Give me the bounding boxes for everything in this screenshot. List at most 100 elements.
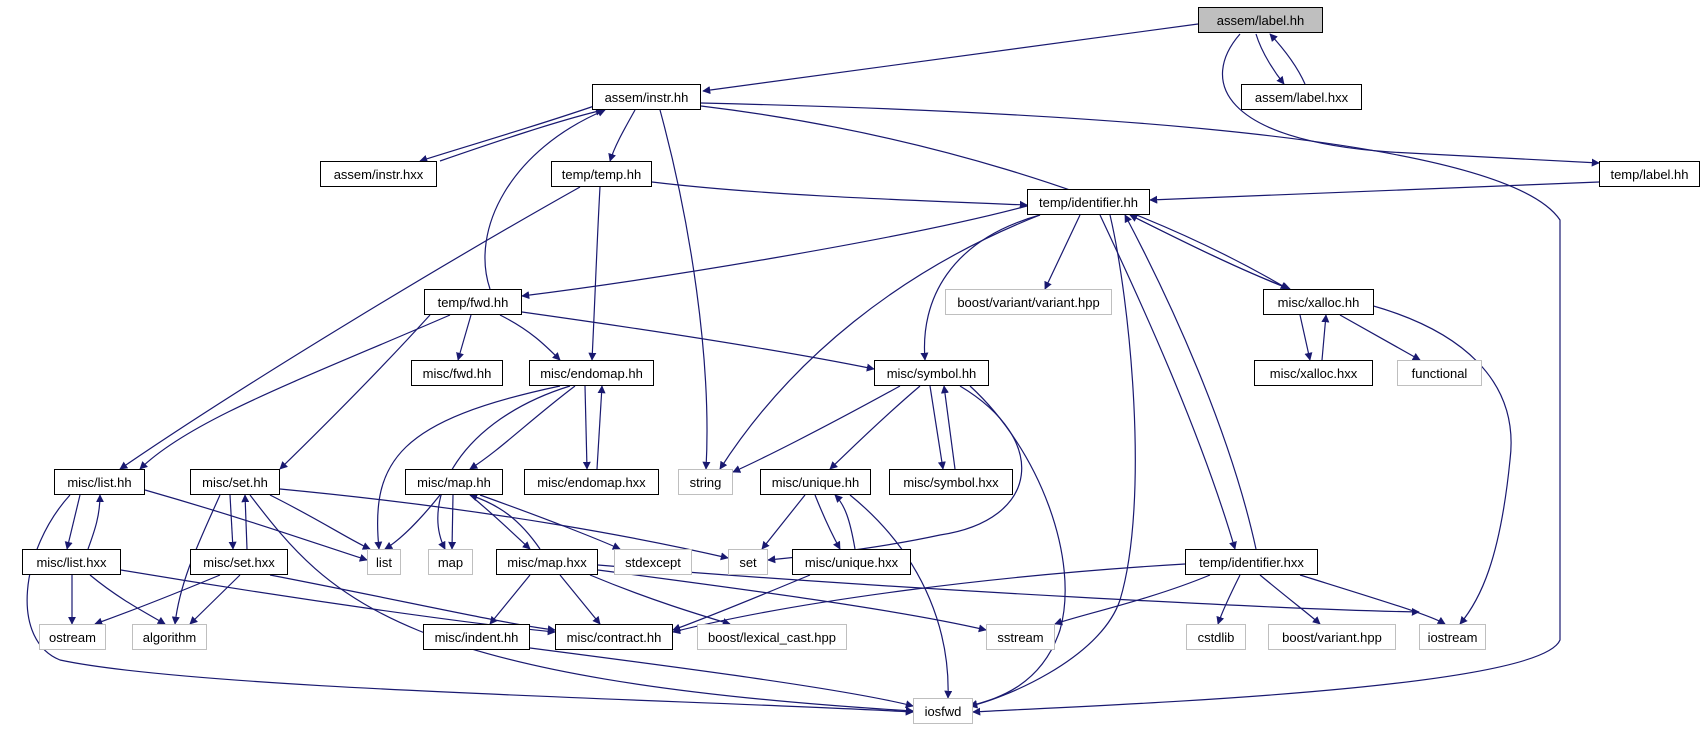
edge-temp-identifier-hxx-to-temp-identifier-hh xyxy=(1124,214,1257,550)
edge-temp-fwd-hh-to-misc-symbol-hh xyxy=(521,311,875,372)
edge-temp-label-hh-to-temp-identifier-hh xyxy=(1149,181,1600,204)
node-misc-indent-hh[interactable]: misc/indent.hh xyxy=(423,624,530,650)
node-misc-unique-hh[interactable]: misc/unique.hh xyxy=(760,469,871,495)
edge-misc-map-hh-to-misc-map-hxx xyxy=(469,494,531,550)
dependency-edges xyxy=(26,23,1600,716)
edge-misc-map-hxx-to-misc-indent-hh xyxy=(489,574,531,625)
edge-assem-instr-hxx-to-assem-instr-hh xyxy=(439,107,604,162)
edge-temp-identifier-hxx-to-iostream xyxy=(1299,574,1446,625)
node-misc-map-hxx[interactable]: misc/map.hxx xyxy=(496,549,598,575)
node-misc-xalloc-hxx[interactable]: misc/xalloc.hxx xyxy=(1254,360,1373,386)
node-misc-unique-hxx[interactable]: misc/unique.hxx xyxy=(792,549,911,575)
edge-assem-instr-hh-to-temp-temp-hh xyxy=(608,109,636,162)
node-sstream: sstream xyxy=(986,624,1055,650)
edge-misc-xalloc-hh-to-misc-xalloc-hxx xyxy=(1299,314,1313,361)
edge-misc-symbol-hxx-to-misc-symbol-hh xyxy=(940,385,956,470)
edge-temp-identifier-hh-to-temp-identifier-hxx xyxy=(1099,214,1237,550)
edge-temp-identifier-hxx-to-sstream xyxy=(1054,574,1211,626)
edge-misc-xalloc-hh-to-iostream xyxy=(1369,304,1512,625)
edge-misc-list-hh-to-misc-list-hxx xyxy=(64,494,81,550)
node-temp-label-hh[interactable]: temp/label.hh xyxy=(1599,161,1700,187)
node-misc-symbol-hxx[interactable]: misc/symbol.hxx xyxy=(889,469,1013,495)
edge-temp-fwd-hh-to-misc-set-hh xyxy=(279,314,431,470)
edge-temp-identifier-hh-to-temp-fwd-hh xyxy=(521,205,1028,300)
edge-misc-endomap-hxx-to-misc-endomap-hh xyxy=(596,385,606,470)
edge-misc-set-hxx-to-ostream xyxy=(94,574,221,626)
node-misc-endomap-hh[interactable]: misc/endomap.hh xyxy=(529,360,654,386)
edge-misc-unique-hxx-to-misc-contract-hh xyxy=(672,574,811,632)
edge-temp-identifier-hh-to-misc-xalloc-hh xyxy=(1129,214,1291,291)
edge-assem-instr-hh-to-misc-xalloc-hh xyxy=(700,105,1289,290)
node-temp-identifier-hh[interactable]: temp/identifier.hh xyxy=(1027,189,1150,215)
edge-misc-indent-hh-to-iosfwd xyxy=(529,647,914,709)
edge-temp-identifier-hxx-to-misc-contract-hh xyxy=(672,563,1186,635)
edge-misc-map-hxx-to-boost-lexical-cast-hpp xyxy=(589,574,731,626)
edge-misc-xalloc-hh-to-functional xyxy=(1339,314,1421,361)
edge-misc-set-hh-to-iosfwd xyxy=(249,494,914,715)
edge-temp-fwd-hh-to-assem-instr-hh xyxy=(484,109,606,290)
edge-assem-instr-hh-to-string xyxy=(659,109,711,470)
edge-misc-symbol-hh-to-misc-unique-hh xyxy=(829,385,921,470)
node-algorithm: algorithm xyxy=(132,624,207,650)
node-assem-instr-hxx[interactable]: assem/instr.hxx xyxy=(320,161,437,187)
edge-misc-set-hh-to-misc-set-hxx xyxy=(228,494,237,550)
edge-misc-endomap-hh-to-list xyxy=(374,385,561,550)
edge-assem-label-hxx-to-assem-label-hh xyxy=(1269,33,1306,85)
node-boost-variant-hpp: boost/variant.hpp xyxy=(1268,624,1396,650)
edge-assem-label-hh-to-temp-label-hh xyxy=(1221,33,1600,167)
node-boost-lexical-cast-hpp: boost/lexical_cast.hpp xyxy=(697,624,847,650)
edge-misc-unique-hh-to-set xyxy=(761,494,806,550)
edge-misc-set-hxx-to-algorithm xyxy=(189,574,241,625)
node-temp-identifier-hxx[interactable]: temp/identifier.hxx xyxy=(1185,549,1318,575)
node-temp-temp-hh[interactable]: temp/temp.hh xyxy=(551,161,652,187)
node-misc-xalloc-hh[interactable]: misc/xalloc.hh xyxy=(1263,289,1374,315)
node-misc-set-hh[interactable]: misc/set.hh xyxy=(190,469,280,495)
node-misc-endomap-hxx[interactable]: misc/endomap.hxx xyxy=(524,469,659,495)
node-misc-list-hh[interactable]: misc/list.hh xyxy=(54,469,145,495)
edge-misc-map-hxx-to-iostream xyxy=(597,564,1420,616)
edge-misc-map-hxx-to-sstream xyxy=(597,569,987,633)
edge-temp-identifier-hh-to-iosfwd xyxy=(969,214,1136,709)
edge-misc-symbol-hh-to-string xyxy=(732,385,901,473)
edge-misc-endomap-hh-to-map xyxy=(437,385,571,550)
edge-misc-xalloc-hxx-to-misc-xalloc-hh xyxy=(1321,314,1330,361)
edge-misc-symbol-hh-to-iosfwd xyxy=(969,385,1066,708)
edge-misc-unique-hh-to-iosfwd xyxy=(849,494,953,699)
node-iosfwd: iosfwd xyxy=(913,698,973,724)
node-misc-contract-hh[interactable]: misc/contract.hh xyxy=(555,624,673,650)
node-misc-symbol-hh[interactable]: misc/symbol.hh xyxy=(874,360,989,386)
edge-misc-list-hxx-to-misc-list-hh xyxy=(87,494,104,550)
node-misc-set-hxx[interactable]: misc/set.hxx xyxy=(190,549,288,575)
edge-temp-temp-hh-to-misc-list-hh xyxy=(119,186,581,470)
edge-assem-instr-hh-to-assem-instr-hxx xyxy=(419,103,601,163)
edge-misc-set-hxx-to-misc-set-hh xyxy=(241,494,250,550)
edge-misc-unique-hxx-to-misc-unique-hh xyxy=(834,494,856,550)
edge-temp-identifier-hh-to-boost-variant-variant-hpp xyxy=(1044,214,1081,290)
edge-misc-set-hh-to-set xyxy=(279,488,729,561)
edge-misc-endomap-hh-to-misc-endomap-hxx xyxy=(582,385,591,470)
node-assem-label-hh[interactable]: assem/label.hh xyxy=(1198,7,1323,33)
edge-temp-identifier-hh-to-misc-symbol-hh xyxy=(920,214,1041,361)
node-string: string xyxy=(678,469,733,495)
edge-misc-map-hh-to-list xyxy=(384,494,441,550)
edge-misc-map-hxx-to-misc-map-hh xyxy=(469,493,541,550)
edge-misc-set-hxx-to-misc-contract-hh xyxy=(269,574,556,634)
edge-misc-set-hh-to-list xyxy=(269,494,371,550)
node-misc-map-hh[interactable]: misc/map.hh xyxy=(405,469,503,495)
node-misc-fwd-hh[interactable]: misc/fwd.hh xyxy=(411,360,503,386)
node-misc-list-hxx[interactable]: misc/list.hxx xyxy=(22,549,121,575)
node-stdexcept: stdexcept xyxy=(614,549,692,575)
node-ostream: ostream xyxy=(39,624,106,650)
edge-misc-unique-hh-to-misc-unique-hxx xyxy=(814,494,841,550)
edge-misc-list-hh-to-iosfwd xyxy=(26,494,914,716)
edge-misc-map-hh-to-stdexcept xyxy=(479,494,621,550)
edge-temp-identifier-hxx-to-boost-variant-hpp xyxy=(1259,574,1321,625)
node-assem-label-hxx[interactable]: assem/label.hxx xyxy=(1241,84,1362,110)
edge-misc-list-hxx-to-algorithm xyxy=(89,574,166,625)
node-assem-instr-hh[interactable]: assem/instr.hh xyxy=(592,84,701,110)
edge-temp-fwd-hh-to-misc-fwd-hh xyxy=(456,314,472,361)
node-map: map xyxy=(428,549,473,575)
node-temp-fwd-hh[interactable]: temp/fwd.hh xyxy=(424,289,522,315)
node-list: list xyxy=(367,549,401,575)
